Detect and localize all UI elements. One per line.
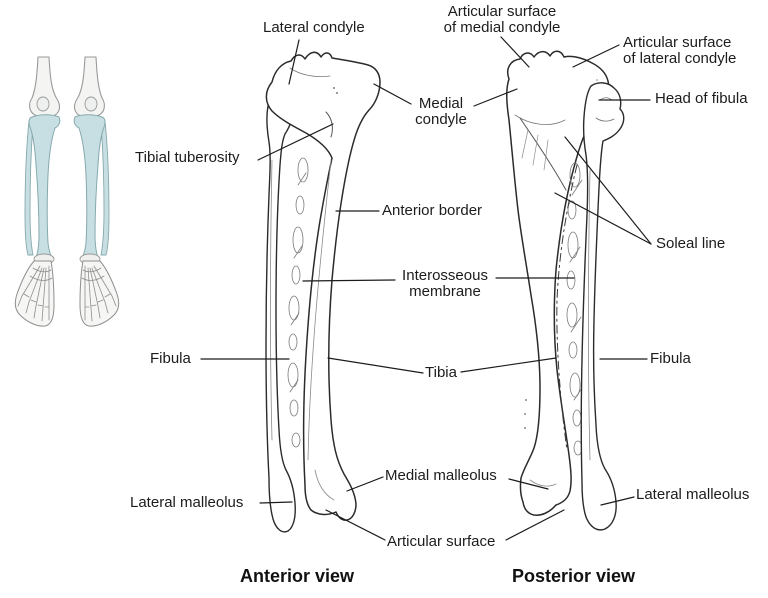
posterior-interosseous-border-dashed (556, 164, 578, 451)
anterior-tibia-bone (265, 51, 381, 521)
anterior-view-illustration (265, 51, 381, 533)
label-soleal-line: Soleal line (656, 235, 726, 252)
label-anterior-border: Anterior border (382, 202, 483, 219)
leader-articular-surface-right (505, 509, 565, 541)
inset-right-leg (73, 56, 120, 327)
label-articular-surface-distal: Articular surface (387, 533, 496, 550)
label-interosseous-membrane: Interosseous membrane (402, 267, 488, 300)
leader-articular-surface-left (325, 509, 386, 541)
leader-lateral-malleolus-left (259, 501, 293, 504)
inset-tibia-highlight (28, 114, 61, 259)
posterior-tibia-bone (506, 50, 610, 516)
leader-soleal-lower (554, 192, 652, 245)
leader-articular-lateral (572, 44, 620, 68)
label-head-of-fibula: Head of fibula (655, 90, 748, 107)
inset-foot-bones (17, 265, 53, 322)
label-articular-surface-medial-condyle: Articular surface of medial condyle (443, 3, 561, 36)
leader-lateral-condyle (288, 39, 300, 85)
inset-legs-illustration (14, 56, 120, 327)
label-fibula-posterior: Fibula (650, 350, 691, 367)
label-lateral-malleolus-posterior: Lateral malleolus (636, 486, 750, 503)
leader-lateral-malleolus-right (600, 496, 635, 506)
label-fibula-anterior: Fibula (150, 350, 191, 367)
leader-medial-malleolus-left (346, 476, 384, 492)
anterior-fibula-bone (265, 94, 296, 533)
label-medial-malleolus: Medial malleolus (385, 467, 497, 484)
posterior-view-illustration (506, 50, 625, 531)
leader-articular-medial (500, 36, 530, 68)
leader-medial-condyle-left (373, 83, 412, 105)
leader-tibia-left (327, 357, 424, 374)
leader-medial-condyle-right (473, 88, 518, 107)
leader-tibia-right (460, 357, 557, 373)
inset-fibula-highlight (24, 120, 34, 256)
anterior-fibula-detail (270, 159, 273, 441)
label-tibia: Tibia (425, 364, 457, 381)
anterior-tibia-details (289, 67, 338, 501)
label-tibial-tuberosity: Tibial tuberosity (135, 149, 240, 166)
caption-anterior-view: Anterior view (240, 566, 355, 586)
posterior-fibula-bone (580, 82, 625, 531)
leader-tibial-tuberosity (257, 123, 334, 161)
inset-foot (14, 260, 55, 327)
leader-interosseous-left (302, 279, 396, 282)
label-lateral-condyle: Lateral condyle (263, 19, 365, 36)
leader-medial-malleolus-right (508, 478, 549, 490)
posterior-tibia-details (514, 79, 609, 487)
caption-posterior-view: Posterior view (512, 566, 636, 586)
label-articular-surface-lateral-condyle: Articular surface of lateral condyle (623, 34, 737, 67)
label-lateral-malleolus-anterior: Lateral malleolus (130, 494, 244, 511)
label-medial-condyle: Medial condyle (415, 95, 467, 128)
inset-knee-condyle (36, 96, 50, 112)
leader-soleal-upper (564, 136, 652, 245)
anterior-interosseous-texture (287, 157, 309, 448)
leader-lines (200, 36, 652, 541)
posterior-fibula-details (588, 97, 615, 461)
